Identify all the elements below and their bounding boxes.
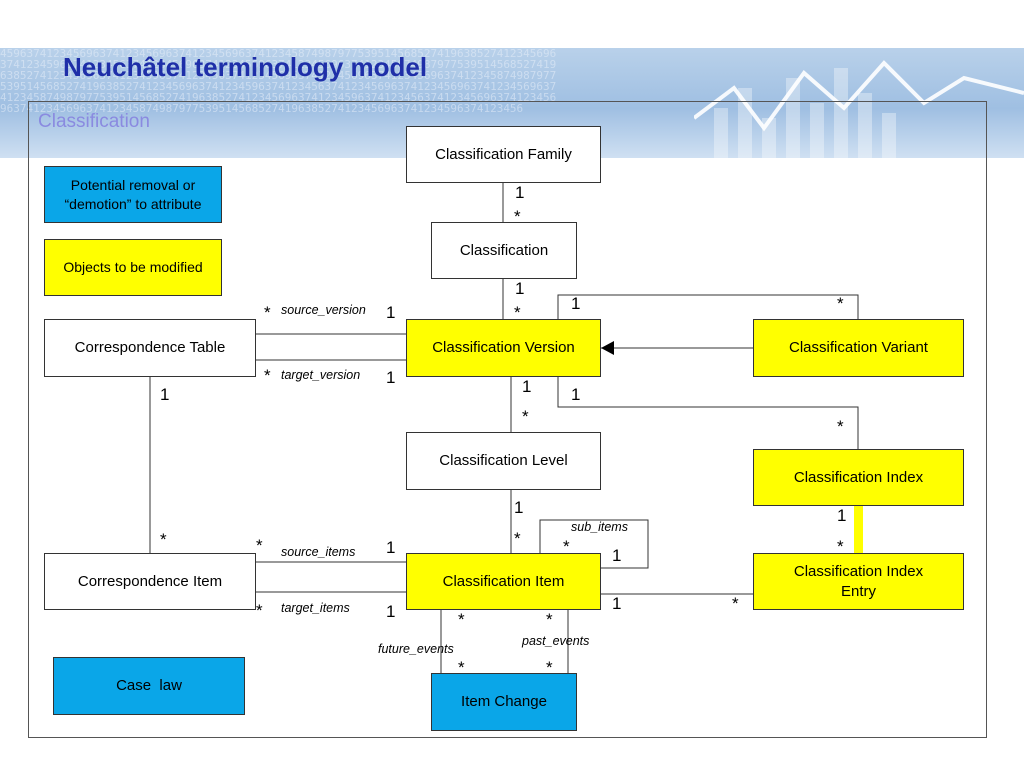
- mult-family-1: 1: [515, 183, 524, 202]
- mult-version-level-1: 1: [522, 377, 531, 396]
- mult-version-many: *: [514, 303, 521, 322]
- class-label: Classification Item: [442, 572, 565, 590]
- class-label: Classification Version: [432, 339, 575, 356]
- mult-classification-many: *: [514, 207, 521, 226]
- class-classification-level: Classification Level: [406, 432, 601, 490]
- mult-variant-many: *: [837, 294, 844, 313]
- mult-level-item-many: *: [514, 529, 521, 548]
- legend-objects-modified: Objects to be modified: [44, 239, 222, 296]
- mult-version-index-1: 1: [571, 385, 580, 404]
- class-label: Classification: [459, 241, 549, 259]
- mult-future-events-item-many: *: [458, 610, 465, 629]
- class-label: Classification Index Entry: [793, 562, 924, 600]
- diagram-frame: [28, 101, 987, 738]
- mult-item-entry-1: 1: [612, 594, 621, 613]
- mult-item-entry-many: *: [732, 594, 739, 613]
- role-future-events: future_events: [378, 642, 454, 656]
- slide-subtitle: Classification: [38, 111, 150, 132]
- class-label: Case law: [116, 677, 182, 694]
- mult-version-level-many: *: [522, 407, 529, 426]
- class-label: Classification Variant: [789, 339, 928, 356]
- role-target-items: target_items: [281, 601, 350, 615]
- legend-potential-removal-label: Potential removal or “demotion” to attri…: [64, 176, 202, 212]
- class-classification: Classification: [431, 222, 577, 279]
- class-correspondence-table: Correspondence Table: [44, 319, 256, 377]
- role-past-events: past_events: [521, 634, 589, 648]
- mult-past-events-change-many: *: [546, 658, 553, 677]
- mult-past-events-item-many: *: [546, 610, 553, 629]
- class-classification-index: Classification Index: [753, 449, 964, 506]
- class-classification-variant: Classification Variant: [753, 319, 964, 377]
- class-label: Correspondence Table: [74, 339, 226, 356]
- class-label: Classification Index: [793, 468, 924, 486]
- mult-source-version-many: *: [264, 303, 271, 322]
- role-target-version: target_version: [281, 368, 360, 382]
- class-item-change: Item Change: [431, 673, 577, 731]
- class-label: Classification Level: [439, 452, 568, 469]
- role-source-items: source_items: [281, 545, 355, 559]
- mult-classification-1: 1: [515, 279, 524, 298]
- link-version-variant: [557, 294, 859, 319]
- legend-potential-removal: Potential removal or “demotion” to attri…: [44, 166, 222, 223]
- mult-table-1: 1: [160, 385, 169, 404]
- mult-target-items-1: 1: [386, 602, 395, 621]
- class-classification-item: Classification Item: [406, 553, 601, 610]
- mult-sub-items-many: *: [563, 537, 570, 556]
- class-correspondence-item: Correspondence Item: [44, 553, 256, 610]
- mult-source-version-1: 1: [386, 303, 395, 322]
- mult-target-version-1: 1: [386, 368, 395, 387]
- class-label: Correspondence Item: [77, 572, 223, 590]
- mult-level-item-1: 1: [514, 498, 523, 517]
- mult-target-version-many: *: [264, 366, 271, 385]
- legend-objects-modified-label: Objects to be modified: [63, 259, 203, 275]
- class-classification-version: Classification Version: [406, 319, 601, 377]
- banner-digits-decoration: 4596374123456963741234569637412345696374…: [0, 48, 557, 115]
- class-label: Classification Family: [435, 145, 572, 163]
- mult-source-items-many: *: [256, 536, 263, 555]
- slide-title: Neuchâtel terminology model: [63, 52, 428, 82]
- link-version-index: [557, 377, 859, 449]
- banner-graph-decoration: [694, 60, 1024, 158]
- role-source-version: source_version: [281, 303, 366, 317]
- class-case-law: Case law: [53, 657, 245, 715]
- mult-table-corr-item-many: *: [160, 530, 167, 549]
- class-classification-index-entry: Classification Index Entry: [753, 553, 964, 610]
- mult-sub-items-1: 1: [612, 546, 621, 565]
- mult-source-items-1: 1: [386, 538, 395, 557]
- mult-variant-1: 1: [571, 294, 580, 313]
- link-item-sub-items: [539, 519, 649, 569]
- class-classification-family: Classification Family: [406, 126, 601, 183]
- class-label: Item Change: [461, 693, 547, 710]
- mult-version-index-many: *: [837, 417, 844, 436]
- mult-index-1: 1: [837, 506, 846, 525]
- mult-index-entry-many: *: [837, 537, 844, 556]
- mult-target-items-many: *: [256, 601, 263, 620]
- link-index-entry-composition: [854, 506, 863, 553]
- role-sub-items: sub_items: [571, 520, 628, 534]
- mult-future-events-change-many: *: [458, 658, 465, 677]
